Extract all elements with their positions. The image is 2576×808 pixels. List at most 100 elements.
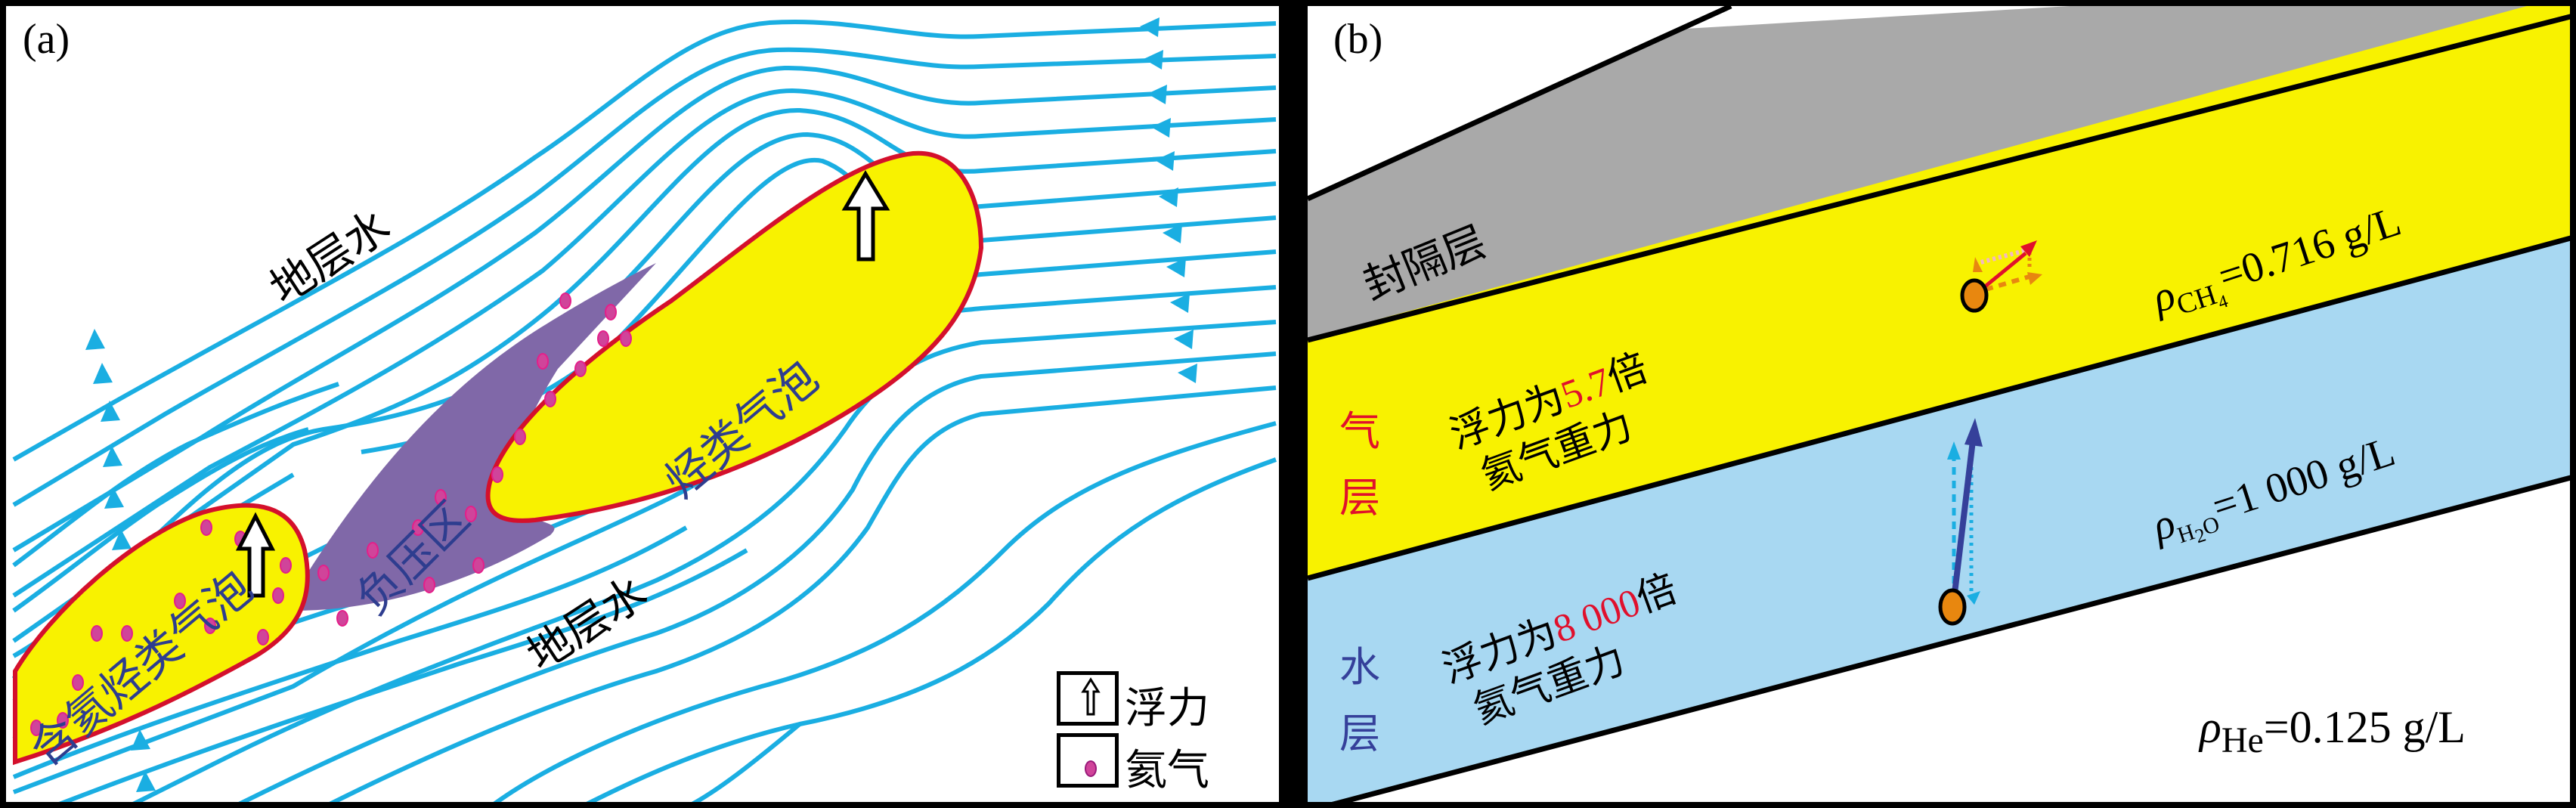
water-up-arrowhead-icon — [1947, 441, 1961, 460]
helium-dot — [336, 610, 348, 627]
helium-dot — [30, 720, 42, 736]
water-side-arrowhead-icon — [1967, 591, 1980, 605]
helium-dot — [280, 557, 292, 574]
streamline — [238, 351, 1277, 802]
flow-arrow-icon — [1174, 330, 1194, 349]
legend-buoyancy-label: 浮力 — [1125, 684, 1209, 733]
density-he-symbol: ρ — [2200, 702, 2221, 752]
gas-layer-label-1: 气 — [1339, 407, 1380, 455]
streamline — [493, 421, 1277, 802]
panel-a-canvas — [11, 17, 1277, 802]
helium-dot — [174, 593, 186, 609]
water-resultant-arrowhead-icon — [1965, 418, 1983, 447]
streamline — [12, 525, 688, 779]
helium-dot — [257, 629, 269, 645]
helium-dot — [412, 519, 424, 536]
helium-dot — [544, 391, 556, 407]
flow-arrow-icon — [131, 729, 150, 751]
gas-water-boundary — [1308, 235, 2570, 581]
helium-dots — [30, 293, 632, 736]
gas-layer-label-2: 层 — [1339, 474, 1380, 522]
flow-arrow-icon — [1170, 293, 1190, 313]
flow-arrow-icon — [1151, 118, 1171, 138]
gas-layer — [1308, 6, 2570, 580]
flow-arrow-icon — [136, 771, 156, 792]
flow-arrow-icon — [1155, 151, 1175, 171]
buoyancy-arrow-small-icon — [235, 512, 276, 598]
gas-buoyancy-dotted — [1974, 246, 2033, 266]
density-he-sub: He — [2221, 720, 2264, 760]
streamline — [12, 427, 309, 613]
density-he-value: =0.125 g/L — [2263, 702, 2466, 752]
helium-dot — [200, 519, 212, 536]
seal-top-boundary — [1308, 6, 1732, 202]
flow-arrow-icon — [104, 488, 124, 509]
water-layer — [1308, 236, 2570, 802]
water-layer-label-1: 水 — [1339, 643, 1380, 691]
panel-a-label: (a) — [23, 16, 70, 63]
helium-dot — [605, 304, 617, 320]
streamline — [12, 65, 1277, 553]
helium-dot — [491, 466, 503, 483]
gas-force-diagram — [1960, 240, 2042, 313]
flow-arrow-icon — [112, 529, 132, 550]
streamline — [12, 88, 1277, 598]
gas-helium-particle — [1960, 278, 1989, 313]
flow-arrow-icon — [101, 401, 120, 422]
flow-arrow-icon — [1166, 258, 1186, 277]
helium-dot — [620, 330, 632, 347]
streamline — [586, 457, 1277, 802]
seal-gas-boundary — [1308, 14, 2570, 343]
low-pressure-zone — [293, 263, 656, 611]
helium-dot — [272, 587, 284, 604]
legend-buoyancy-swatch — [1057, 671, 1119, 726]
density-he: ρHe=0.125 g/L — [2200, 701, 2466, 761]
water-helium-particle — [1938, 588, 1967, 626]
helium-dot — [537, 353, 549, 370]
legend-helium-swatch — [1057, 733, 1119, 788]
small-bubble — [13, 503, 310, 766]
panel-b-canvas — [1308, 6, 2570, 802]
helium-dot — [597, 330, 609, 347]
gas-resultant-arrow — [1983, 252, 2027, 289]
flow-arrow-icon — [1163, 224, 1182, 243]
helium-dot — [423, 577, 435, 593]
panel-a: (a) 地层水 地层水 含氦烃类气泡 烃类气泡 负压区 浮力 氦气 — [0, 0, 1285, 808]
water-force-diagram — [1938, 418, 1983, 626]
legend-helium-label: 氦气 — [1125, 746, 1209, 795]
flow-arrow-icon — [1144, 50, 1163, 70]
water-layer-label-2: 层 — [1339, 710, 1380, 757]
helium-dot — [57, 712, 69, 729]
flow-arrow-icon — [1159, 187, 1178, 207]
flow-arrow-icon — [85, 329, 105, 350]
density-ch4-sub: CH — [2172, 279, 2221, 322]
streamline — [58, 548, 748, 802]
helium-dot — [91, 625, 103, 642]
helium-dot — [72, 674, 84, 691]
helium-dot — [465, 506, 477, 522]
flow-arrow-icon — [103, 446, 122, 467]
gas-resultant-arrowhead-icon — [2020, 240, 2037, 257]
helium-dot — [574, 361, 587, 377]
streamline — [691, 722, 801, 802]
helium-dot — [472, 557, 485, 574]
legend-helium-dot-icon — [1085, 760, 1097, 777]
helium-dot — [514, 429, 526, 445]
flow-arrow-icon — [1140, 17, 1160, 37]
helium-dot — [317, 565, 330, 581]
helium-dot — [435, 489, 447, 506]
flow-arrow-icon — [1178, 364, 1197, 383]
gas-side-arrowhead-icon — [2027, 272, 2042, 285]
streamline — [12, 19, 1277, 462]
buoyancy-arrow-large-icon — [841, 170, 890, 262]
panel-b-label: (b) — [1333, 16, 1383, 63]
helium-dot — [367, 542, 379, 559]
legend-arrow-icon — [1081, 677, 1101, 716]
flow-arrow-icon — [1147, 85, 1167, 104]
flow-arrow-icon — [93, 363, 113, 384]
helium-dot — [204, 618, 216, 634]
helium-dot — [121, 625, 133, 642]
streamline — [12, 47, 1277, 507]
water-resultant-arrow — [1951, 440, 1976, 600]
gas-up-arrowhead-icon — [1973, 257, 1983, 272]
